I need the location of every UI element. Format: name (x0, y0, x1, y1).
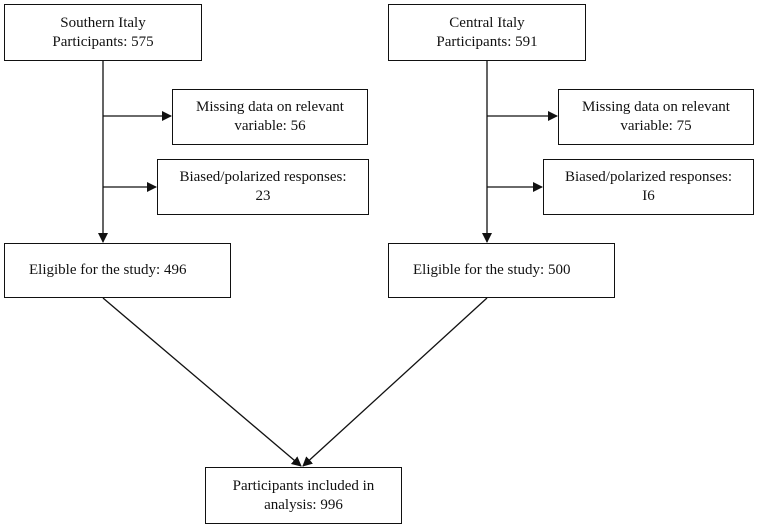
southern-to-final-arrow (102, 297, 302, 467)
southern-participants-count: Participants: 575 (52, 33, 154, 50)
southern-region-title: Southern Italy (60, 14, 146, 31)
southern-missing-line2: variable: 56 (234, 118, 306, 134)
central-missing-line1: Missing data on relevant (582, 99, 730, 115)
final-line1: Participants included in (232, 477, 375, 494)
central-biased-line1: Biased/polarized responses: (564, 169, 733, 185)
central-biased-box: Biased/polarized responses: I6 (543, 159, 754, 215)
final-line2: analysis: 996 (264, 496, 343, 513)
southern-eligible-text: Eligible for the study: 496 (29, 262, 187, 278)
southern-missing-data-box: Missing data on relevant variable: 56 (172, 89, 368, 145)
southern-biased-line1: Biased/polarized responses: (179, 169, 347, 185)
southern-biased-line2: 23 (255, 188, 271, 204)
central-missing-data-box: Missing data on relevant variable: 75 (558, 89, 754, 145)
final-analysis-box: Participants included in analysis: 996 (205, 467, 402, 524)
southern-biased-box: Biased/polarized responses: 23 (157, 159, 369, 215)
central-to-final-arrow (302, 297, 488, 467)
southern-eligible-box: Eligible for the study: 496 (4, 243, 231, 298)
central-eligible-box: Eligible for the study: 500 (388, 243, 615, 298)
southern-participants-box: Southern Italy Participants: 575 (4, 4, 202, 61)
southern-missing-line1: Missing data on relevant (196, 99, 344, 115)
central-eligible-text: Eligible for the study: 500 (413, 262, 571, 278)
central-region-title: Central Italy (449, 14, 525, 31)
central-participants-box: Central Italy Participants: 591 (388, 4, 586, 61)
central-biased-line2: I6 (642, 188, 655, 204)
central-participants-count: Participants: 591 (436, 33, 538, 50)
central-missing-line2: variable: 75 (620, 118, 692, 134)
